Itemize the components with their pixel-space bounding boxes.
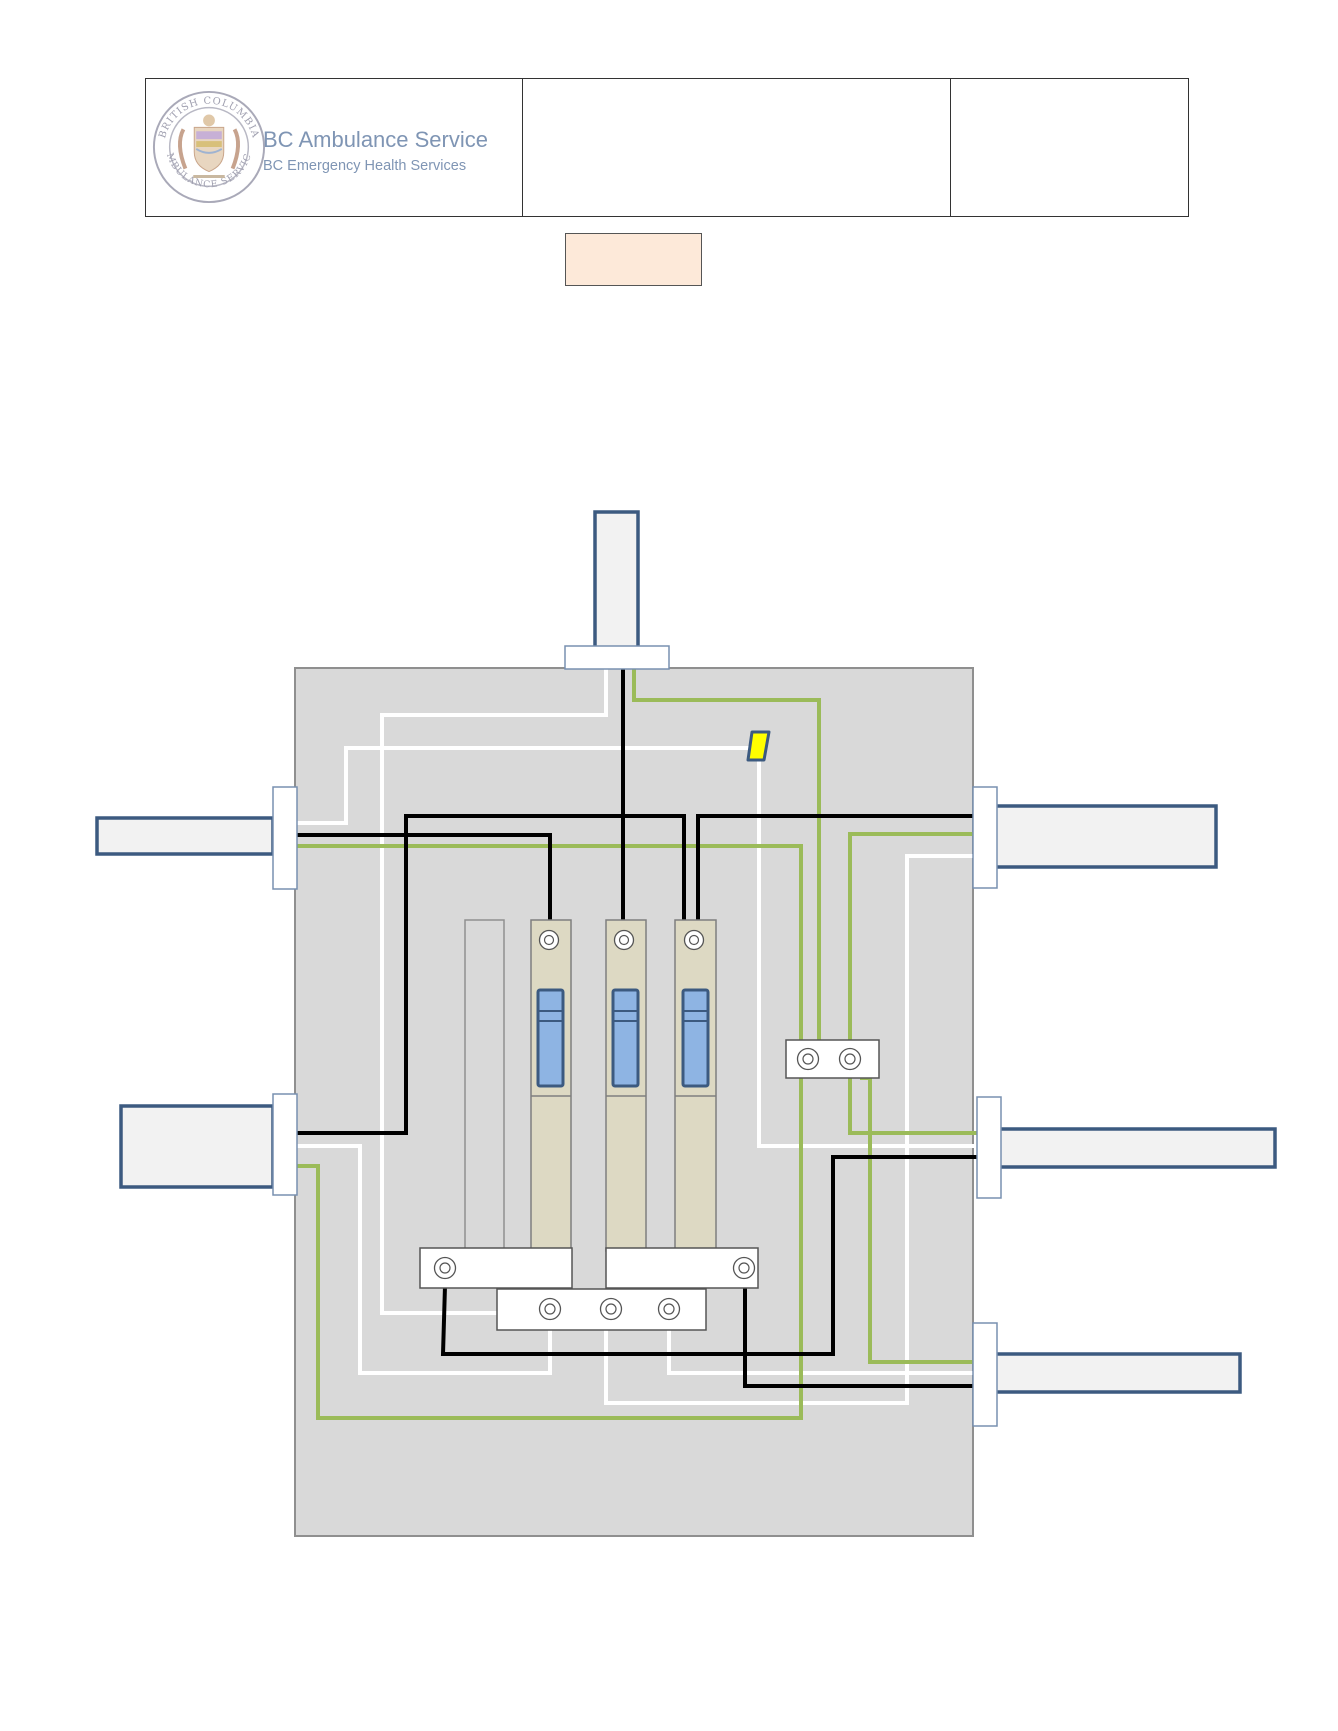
neutral-wire: [296, 1144, 552, 1375]
wire-nut-icon: [746, 730, 771, 762]
conduit-left-lower: [119, 1104, 275, 1189]
conduit-top: [593, 510, 640, 651]
connector-left-upper: [272, 786, 298, 890]
breaker: [530, 919, 572, 1252]
connector-right-upper: [972, 786, 998, 889]
label-box: [565, 233, 702, 286]
header-middle-cell: [523, 79, 951, 216]
connector-top: [564, 645, 670, 670]
terminal-screw-icon: [599, 1297, 623, 1321]
terminal-screw-icon: [613, 929, 635, 951]
neutral-wire: [296, 746, 749, 825]
brand-name: BC Ambulance Service: [263, 127, 488, 152]
ground-bar: [785, 1039, 880, 1079]
terminal-screw-icon: [838, 1047, 862, 1071]
neutral-bar: [496, 1288, 707, 1331]
ground-wire: [848, 832, 978, 1135]
neutral-wire: [667, 1330, 978, 1375]
terminal-screw-icon: [538, 1297, 562, 1321]
hot-wire: [296, 833, 552, 920]
bus-bar: [605, 1247, 759, 1289]
terminal-screw-icon: [657, 1297, 681, 1321]
hot-wire: [743, 1286, 978, 1388]
neutral-wire: [380, 666, 608, 1315]
ground-wire: [296, 844, 803, 1420]
hot-wire: [696, 814, 978, 920]
neutral-wires: [296, 666, 978, 1405]
breaker-switch: [611, 988, 640, 1088]
hot-wire: [440, 1155, 978, 1356]
brand-subtitle: BC Emergency Health Services: [263, 158, 467, 174]
conduit-right-upper: [991, 804, 1218, 869]
connector-left-lower: [272, 1093, 298, 1196]
terminal-screw-icon: [732, 1256, 756, 1280]
conduit-right-middle: [995, 1127, 1277, 1169]
ground-wire: [632, 668, 821, 1040]
terminal-screw-icon: [433, 1256, 457, 1280]
conduit-right-lower: [991, 1352, 1242, 1394]
breaker: [674, 919, 717, 1252]
connector-right-lower: [972, 1322, 998, 1427]
neutral-wire: [604, 854, 978, 1405]
breaker: [605, 919, 647, 1252]
terminal-screw-icon: [538, 929, 560, 951]
hot-wire: [296, 814, 686, 1135]
breaker-switch: [681, 988, 710, 1088]
terminal-screw-icon: [683, 929, 705, 951]
connectors: [272, 645, 1002, 1427]
terminal-screw-icon: [796, 1047, 820, 1071]
hot-wires: [296, 668, 978, 1388]
conduit-left-upper: [95, 816, 275, 856]
empty-breaker-slot: [464, 919, 505, 1252]
connector-right-middle: [976, 1096, 1002, 1199]
bus-bar: [419, 1247, 573, 1289]
breaker-switch: [536, 988, 565, 1088]
